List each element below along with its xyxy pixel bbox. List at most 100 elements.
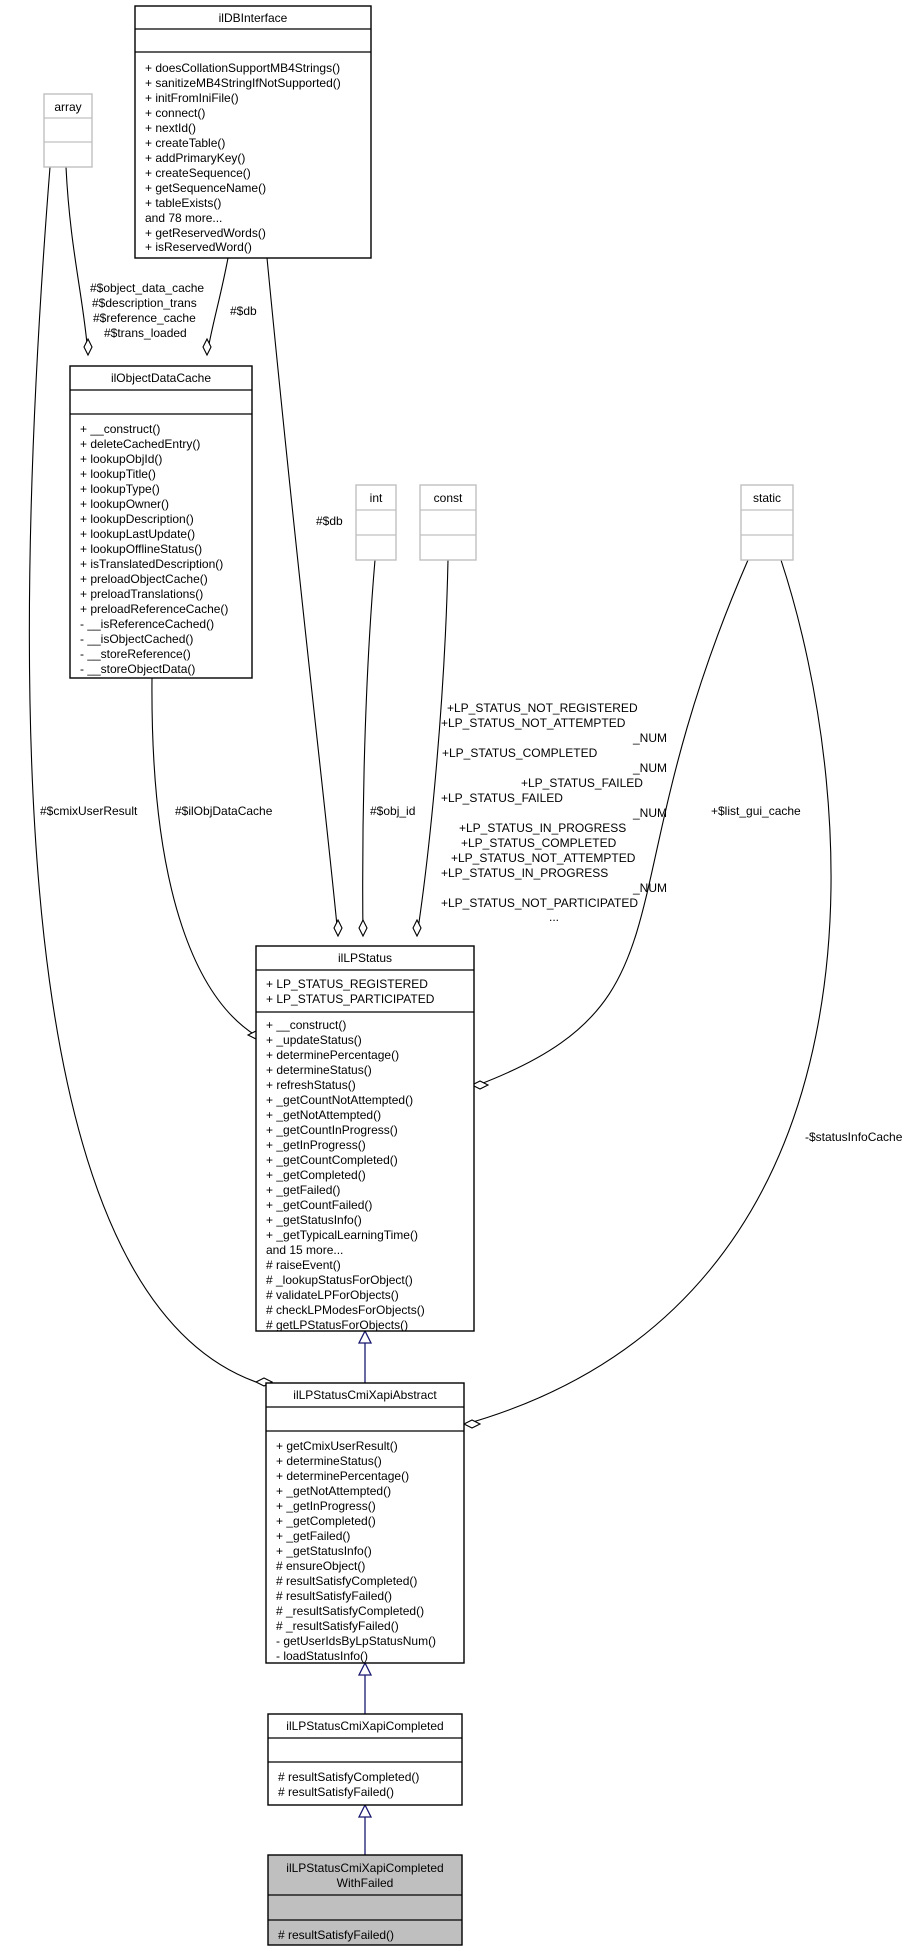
label-obj-id: #$obj_id — [370, 804, 415, 818]
svg-text:- loadStatusInfo(): - loadStatusInfo() — [276, 1649, 368, 1663]
svg-text:_NUM: _NUM — [632, 881, 667, 895]
diamond-cmiabstract-static — [462, 1419, 482, 1429]
svg-text:- __storeObjectData(): - __storeObjectData() — [80, 662, 195, 676]
svg-text:+LP_STATUS_COMPLETED: +LP_STATUS_COMPLETED — [442, 746, 598, 760]
svg-text:+ createSequence(): + createSequence() — [145, 166, 251, 180]
svg-text:+ _getInProgress(): + _getInProgress() — [266, 1138, 366, 1152]
diamond-objectdatacache-db — [202, 337, 212, 357]
svg-text:#$reference_cache: #$reference_cache — [93, 311, 196, 325]
class-array: array — [43, 93, 93, 168]
svg-text:+ getReservedWords(): + getReservedWords() — [145, 226, 266, 240]
svg-text:+ _getCountCompleted(): + _getCountCompleted() — [266, 1153, 398, 1167]
svg-text:+ getCmixUserResult(): + getCmixUserResult() — [276, 1439, 398, 1453]
svg-text:+ _getFailed(): + _getFailed() — [266, 1183, 340, 1197]
svg-text:#$trans_loaded: #$trans_loaded — [104, 326, 187, 340]
edge-static-to-cmiabstract — [465, 559, 832, 1425]
class-illpstatuscmixapicompleted: ilLPStatusCmiXapiCompleted # resultSatis… — [267, 1713, 463, 1806]
svg-text:and 15 more...: and 15 more... — [266, 1243, 343, 1257]
label-cmix-user-result: #$cmixUserResult — [40, 804, 138, 818]
svg-text:+ _getStatusInfo(): + _getStatusInfo() — [266, 1213, 362, 1227]
svg-text:+ isReservedWord(): + isReservedWord() — [145, 240, 252, 254]
diamond-lpstatus-db — [333, 918, 343, 938]
inherit-arrow-completed — [357, 1803, 373, 1818]
svg-text:+ sanitizeMB4StringIfNotSuppor: + sanitizeMB4StringIfNotSupported() — [145, 76, 341, 90]
svg-text:+ _getCountInProgress(): + _getCountInProgress() — [266, 1123, 398, 1137]
svg-text:# raiseEvent(): # raiseEvent() — [266, 1258, 341, 1272]
edge-dbinterface-to-lpstatus — [266, 257, 339, 937]
diamond-lpstatus-int — [358, 918, 368, 938]
label-consts: +LP_STATUS_NOT_REGISTERED +LP_STATUS_NOT… — [441, 701, 667, 924]
label-lp-from-db: #$db — [316, 514, 343, 528]
svg-text:_NUM: _NUM — [632, 806, 667, 820]
svg-text:+ lookupDescription(): + lookupDescription() — [80, 512, 194, 526]
svg-text:# resultSatisfyFailed(): # resultSatisfyFailed() — [276, 1589, 392, 1603]
svg-text:+ preloadObjectCache(): + preloadObjectCache() — [80, 572, 208, 586]
edge-int-to-lpstatus — [362, 559, 376, 937]
svg-text:+LP_STATUS_COMPLETED: +LP_STATUS_COMPLETED — [461, 836, 617, 850]
svg-text:+ _getTypicalLearningTime(): + _getTypicalLearningTime() — [266, 1228, 418, 1242]
svg-text:_NUM: _NUM — [632, 731, 667, 745]
svg-text:+ tableExists(): + tableExists() — [145, 196, 221, 210]
svg-text:+ _updateStatus(): + _updateStatus() — [266, 1033, 362, 1047]
svg-text:+ _getFailed(): + _getFailed() — [276, 1529, 350, 1543]
svg-text:+LP_STATUS_NOT_ATTEMPTED: +LP_STATUS_NOT_ATTEMPTED — [451, 851, 636, 865]
svg-text:# resultSatisfyCompleted(): # resultSatisfyCompleted() — [278, 1770, 419, 1784]
svg-text:- __isReferenceCached(): - __isReferenceCached() — [80, 617, 214, 631]
svg-text:+ LP_STATUS_REGISTERED: + LP_STATUS_REGISTERED — [266, 977, 428, 991]
class-const: const — [419, 484, 477, 561]
svg-text:+ _getCompleted(): + _getCompleted() — [276, 1514, 376, 1528]
class-ildbinterface: ilDBInterface + doesCollationSupportMB4S… — [134, 5, 372, 259]
svg-text:+ determineStatus(): + determineStatus() — [266, 1063, 372, 1077]
svg-text:+LP_STATUS_NOT_PARTICIPATED: +LP_STATUS_NOT_PARTICIPATED — [441, 896, 638, 910]
svg-text:# _lookupStatusForObject(): # _lookupStatusForObject() — [266, 1273, 413, 1287]
svg-text:...: ... — [549, 910, 559, 924]
svg-text:+LP_STATUS_IN_PROGRESS: +LP_STATUS_IN_PROGRESS — [459, 821, 626, 835]
class-name: ilDBInterface — [219, 11, 288, 25]
svg-text:+ isTranslatedDescription(): + isTranslatedDescription() — [80, 557, 223, 571]
svg-text:+ determineStatus(): + determineStatus() — [276, 1454, 382, 1468]
edge-array-to-objectdatacache — [65, 166, 89, 356]
label-obj-data-cache: #$ilObjDataCache — [175, 804, 273, 818]
label-odc-from-array: #$object_data_cache #$description_trans … — [90, 281, 204, 340]
class-name: ilLPStatusCmiXapiAbstract — [293, 1388, 437, 1402]
svg-text:# validateLPForObjects(): # validateLPForObjects() — [266, 1288, 399, 1302]
svg-text:+ __construct(): + __construct() — [266, 1018, 346, 1032]
svg-text:# ensureObject(): # ensureObject() — [276, 1559, 365, 1573]
svg-text:+ _getNotAttempted(): + _getNotAttempted() — [266, 1108, 381, 1122]
class-name: const — [434, 491, 463, 505]
svg-text:+ lookupType(): + lookupType() — [80, 482, 160, 496]
svg-text:+LP_STATUS_FAILED: +LP_STATUS_FAILED — [521, 776, 643, 790]
class-name: ilObjectDataCache — [111, 371, 211, 385]
class-name: array — [54, 100, 81, 114]
svg-text:+LP_STATUS_NOT_ATTEMPTED: +LP_STATUS_NOT_ATTEMPTED — [441, 716, 626, 730]
svg-text:#$description_trans: #$description_trans — [92, 296, 197, 310]
svg-text:+ determinePercentage(): + determinePercentage() — [266, 1048, 399, 1062]
class-illpstatuscmixapiabstract: ilLPStatusCmiXapiAbstract + getCmixUserR… — [265, 1382, 465, 1664]
svg-text:+ deleteCachedEntry(): + deleteCachedEntry() — [80, 437, 200, 451]
svg-text:+ determinePercentage(): + determinePercentage() — [276, 1469, 409, 1483]
class-ilobjectdatacache: ilObjectDataCache + __construct() + dele… — [69, 365, 253, 679]
svg-text:+ createTable(): + createTable() — [145, 136, 225, 150]
class-name: ilLPStatus — [338, 951, 392, 965]
svg-text:+ preloadTranslations(): + preloadTranslations() — [80, 587, 203, 601]
svg-text:- __isObjectCached(): - __isObjectCached() — [80, 632, 193, 646]
diamond-lpstatus-const — [412, 918, 422, 938]
label-list-gui-cache: +$list_gui_cache — [711, 804, 801, 818]
svg-text:+ refreshStatus(): + refreshStatus() — [266, 1078, 356, 1092]
svg-text:+ __construct(): + __construct() — [80, 422, 160, 436]
diamond-objectdatacache-array — [83, 337, 93, 357]
svg-text:# resultSatisfyFailed(): # resultSatisfyFailed() — [278, 1928, 394, 1942]
svg-text:+ initFromIniFile(): + initFromIniFile() — [145, 91, 239, 105]
svg-text:+ _getNotAttempted(): + _getNotAttempted() — [276, 1484, 391, 1498]
svg-text:# _resultSatisfyCompleted(): # _resultSatisfyCompleted() — [276, 1604, 424, 1618]
svg-text:+ nextId(): + nextId() — [145, 121, 196, 135]
svg-text:+ _getCountFailed(): + _getCountFailed() — [266, 1198, 372, 1212]
class-name-line-2: WithFailed — [337, 1876, 394, 1890]
label-status-info-cache: -$statusInfoCache — [805, 1130, 903, 1144]
svg-text:+LP_STATUS_FAILED: +LP_STATUS_FAILED — [441, 791, 563, 805]
class-name: ilLPStatusCmiXapiCompleted — [286, 1719, 443, 1733]
svg-text:+ getSequenceName(): + getSequenceName() — [145, 181, 266, 195]
svg-text:+ lookupOfflineStatus(): + lookupOfflineStatus() — [80, 542, 202, 556]
svg-text:- getUserIdsByLpStatusNum(): - getUserIdsByLpStatusNum() — [276, 1634, 436, 1648]
